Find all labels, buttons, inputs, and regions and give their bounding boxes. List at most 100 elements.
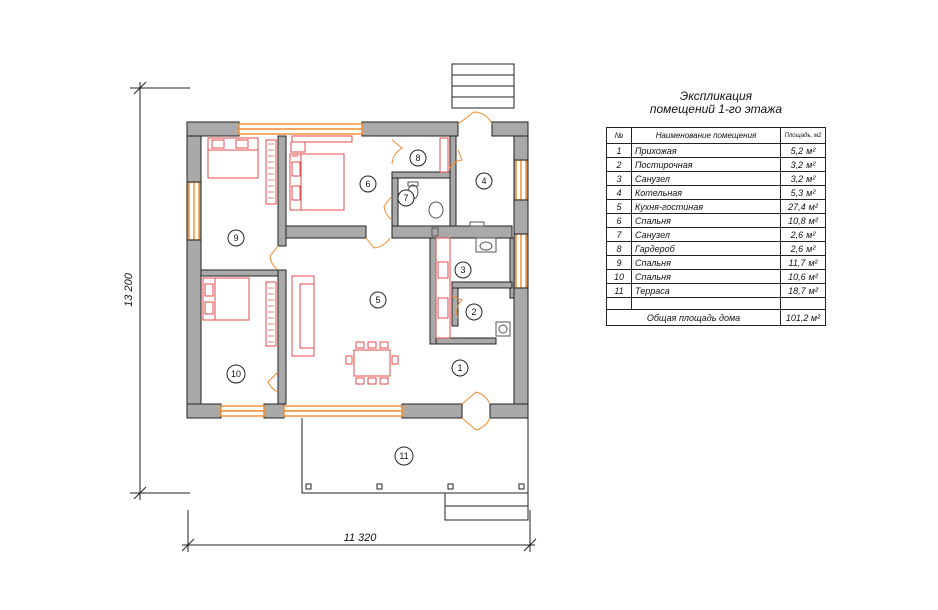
room-area-unit: м² [808, 257, 818, 268]
room-marker-8: 8 [409, 149, 427, 167]
svg-text:7: 7 [403, 193, 408, 203]
room-name: Постирочная [631, 157, 781, 172]
room-area-value: 5,2 [790, 145, 804, 156]
room-area-unit: м² [808, 285, 818, 296]
room-area-value: 10,8 [788, 215, 806, 226]
room-area-value: 5,3 [790, 187, 804, 198]
room-name: Котельная [631, 185, 781, 200]
room-name: Прихожая [631, 143, 781, 158]
svg-text:2: 2 [471, 307, 476, 317]
room-number: 4 [606, 185, 632, 200]
room-marker-4: 4 [475, 172, 493, 190]
room-area-value: 11,7 [788, 257, 806, 268]
room-area-unit: м² [808, 215, 818, 226]
room-number: 2 [606, 157, 632, 172]
room-area-value: 10,6 [788, 271, 806, 282]
room-name: Спальня [631, 213, 781, 228]
room-area-unit: м² [808, 201, 818, 212]
svg-text:10: 10 [231, 369, 241, 379]
svg-text:8: 8 [415, 153, 420, 163]
total-label: Общая площадь дома [606, 309, 781, 326]
room-area-value: 3,2 [790, 159, 804, 170]
room-name: Спальня [631, 269, 781, 284]
room-number: 11 [606, 283, 632, 298]
table-total-row: Общая площадь дома 101,2 м² [606, 309, 826, 326]
room-area-unit: м² [806, 173, 816, 184]
room-area-unit: м² [806, 145, 816, 156]
room-area-value: 3,2 [790, 173, 804, 184]
explication-title-line1: Экспликация [679, 89, 753, 103]
col-name-header: Наименование помещения [631, 127, 781, 144]
room-area-unit: м² [806, 229, 816, 240]
room-area-unit: м² [806, 159, 816, 170]
room-area-value: 27,4 [788, 201, 806, 212]
room-marker-5: 5 [369, 291, 387, 309]
col-area-header: Площадь, м2 [780, 127, 826, 144]
room-name: Кухня-гостиная [631, 199, 781, 214]
room-name: Санузел [631, 227, 781, 242]
svg-text:11: 11 [399, 451, 408, 461]
svg-text:3: 3 [460, 265, 465, 275]
room-marker-6: 6 [359, 175, 377, 193]
doors [267, 111, 493, 431]
svg-text:4: 4 [481, 176, 486, 186]
room-marker-3: 3 [454, 261, 472, 279]
room-number: 3 [606, 171, 632, 186]
room-area-unit: м² [806, 187, 816, 198]
room-marker-9: 9 [227, 229, 245, 247]
room-name: Терраса [631, 283, 781, 298]
room-area-value: 2,6 [790, 229, 804, 240]
furniture [202, 135, 451, 385]
room-marker-2: 2 [465, 303, 483, 321]
svg-text:1: 1 [457, 363, 462, 373]
svg-text:5: 5 [375, 295, 380, 305]
room-marker-11: 11 [394, 446, 414, 466]
total-value: 101,2 м² [780, 309, 826, 326]
dimension-height-label: 13 200 [123, 272, 135, 307]
room-marker-1: 1 [451, 359, 469, 377]
dimension-width-label: 11 320 [344, 532, 378, 544]
sanitary-fixtures [407, 181, 511, 337]
steps-top [451, 63, 515, 109]
room-area-unit: м² [806, 243, 816, 254]
table-blank-row [606, 297, 826, 310]
room-number: 7 [606, 227, 632, 242]
svg-text:9: 9 [233, 233, 238, 243]
room-number: 9 [606, 255, 632, 270]
room-area-value: 18,7 [788, 285, 806, 296]
svg-text:6: 6 [365, 179, 370, 189]
room-name: Санузел [631, 171, 781, 186]
interior-walls [200, 135, 515, 405]
terrace [301, 418, 529, 521]
windows [188, 123, 527, 417]
room-name: Гардероб [631, 241, 781, 256]
room-marker-10: 10 [226, 364, 246, 384]
room-number: 8 [606, 241, 632, 256]
room-number: 10 [606, 269, 632, 284]
room-area-unit: м² [808, 271, 818, 282]
col-no-header: № [606, 127, 632, 144]
explication-title-line2: помещений 1-го этажа [649, 102, 783, 116]
room-number: 5 [606, 199, 632, 214]
